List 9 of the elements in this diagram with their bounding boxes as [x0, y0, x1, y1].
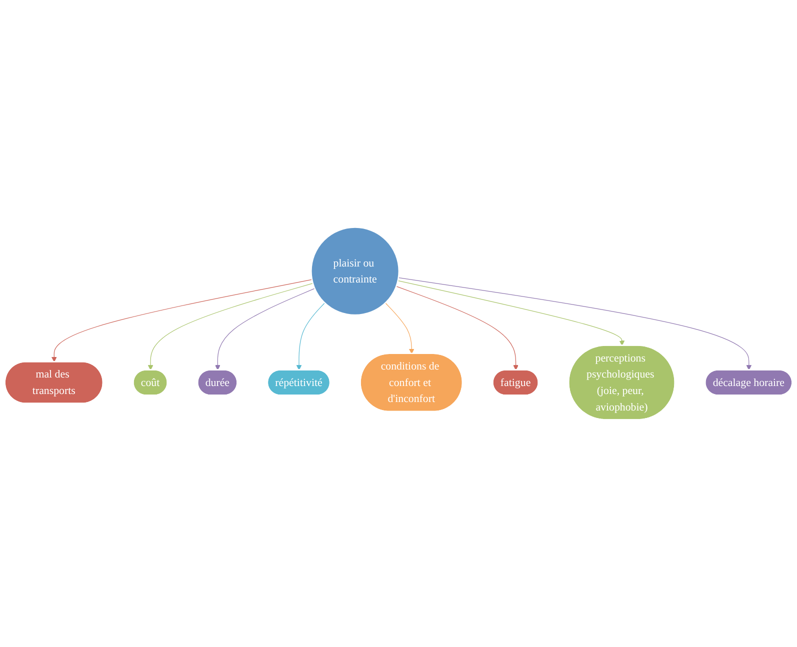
arrow — [215, 288, 316, 370]
arrow — [396, 286, 518, 370]
arrow — [148, 283, 314, 370]
arrow — [398, 280, 625, 346]
arrow — [296, 302, 326, 370]
arrow — [385, 302, 414, 354]
node-circle: plaisir ou contrainte — [310, 226, 400, 316]
arrow — [398, 277, 752, 370]
arrow — [52, 279, 312, 362]
